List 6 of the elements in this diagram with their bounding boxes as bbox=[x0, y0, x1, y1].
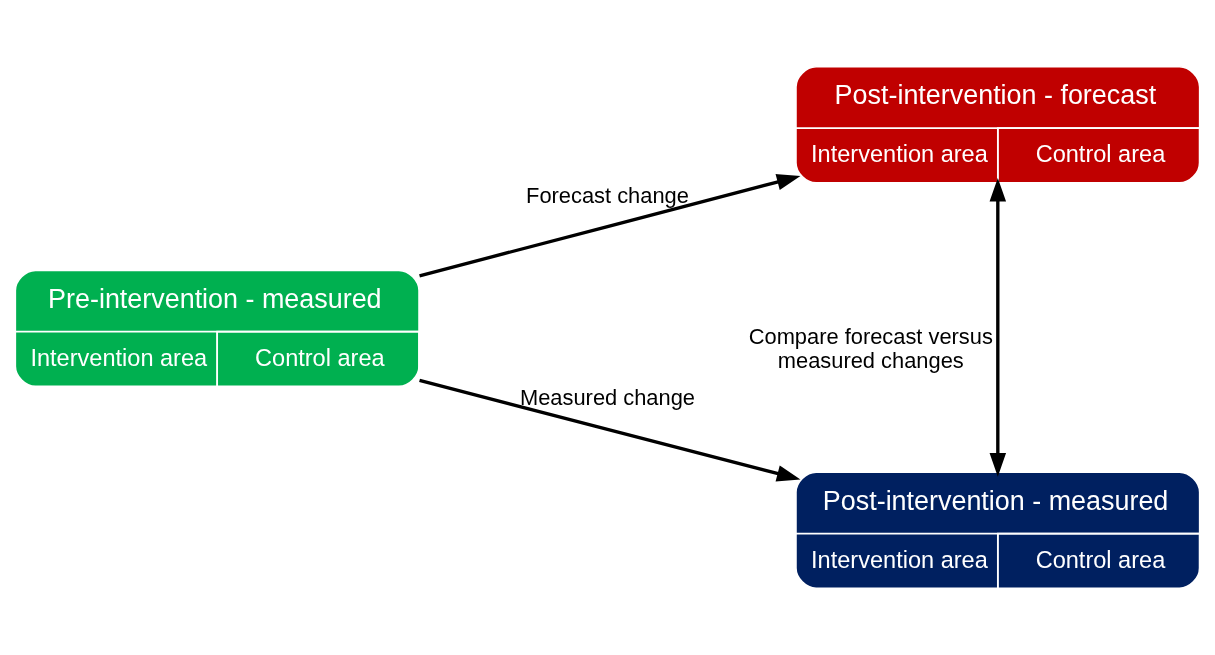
edge-label: Measured change bbox=[520, 384, 695, 410]
arrow bbox=[989, 177, 1007, 477]
edge-label: Compare forecast versus measured changes bbox=[748, 324, 993, 373]
edge-label: Forecast change bbox=[526, 182, 689, 208]
arrow bbox=[419, 378, 801, 482]
arrow bbox=[419, 174, 801, 278]
